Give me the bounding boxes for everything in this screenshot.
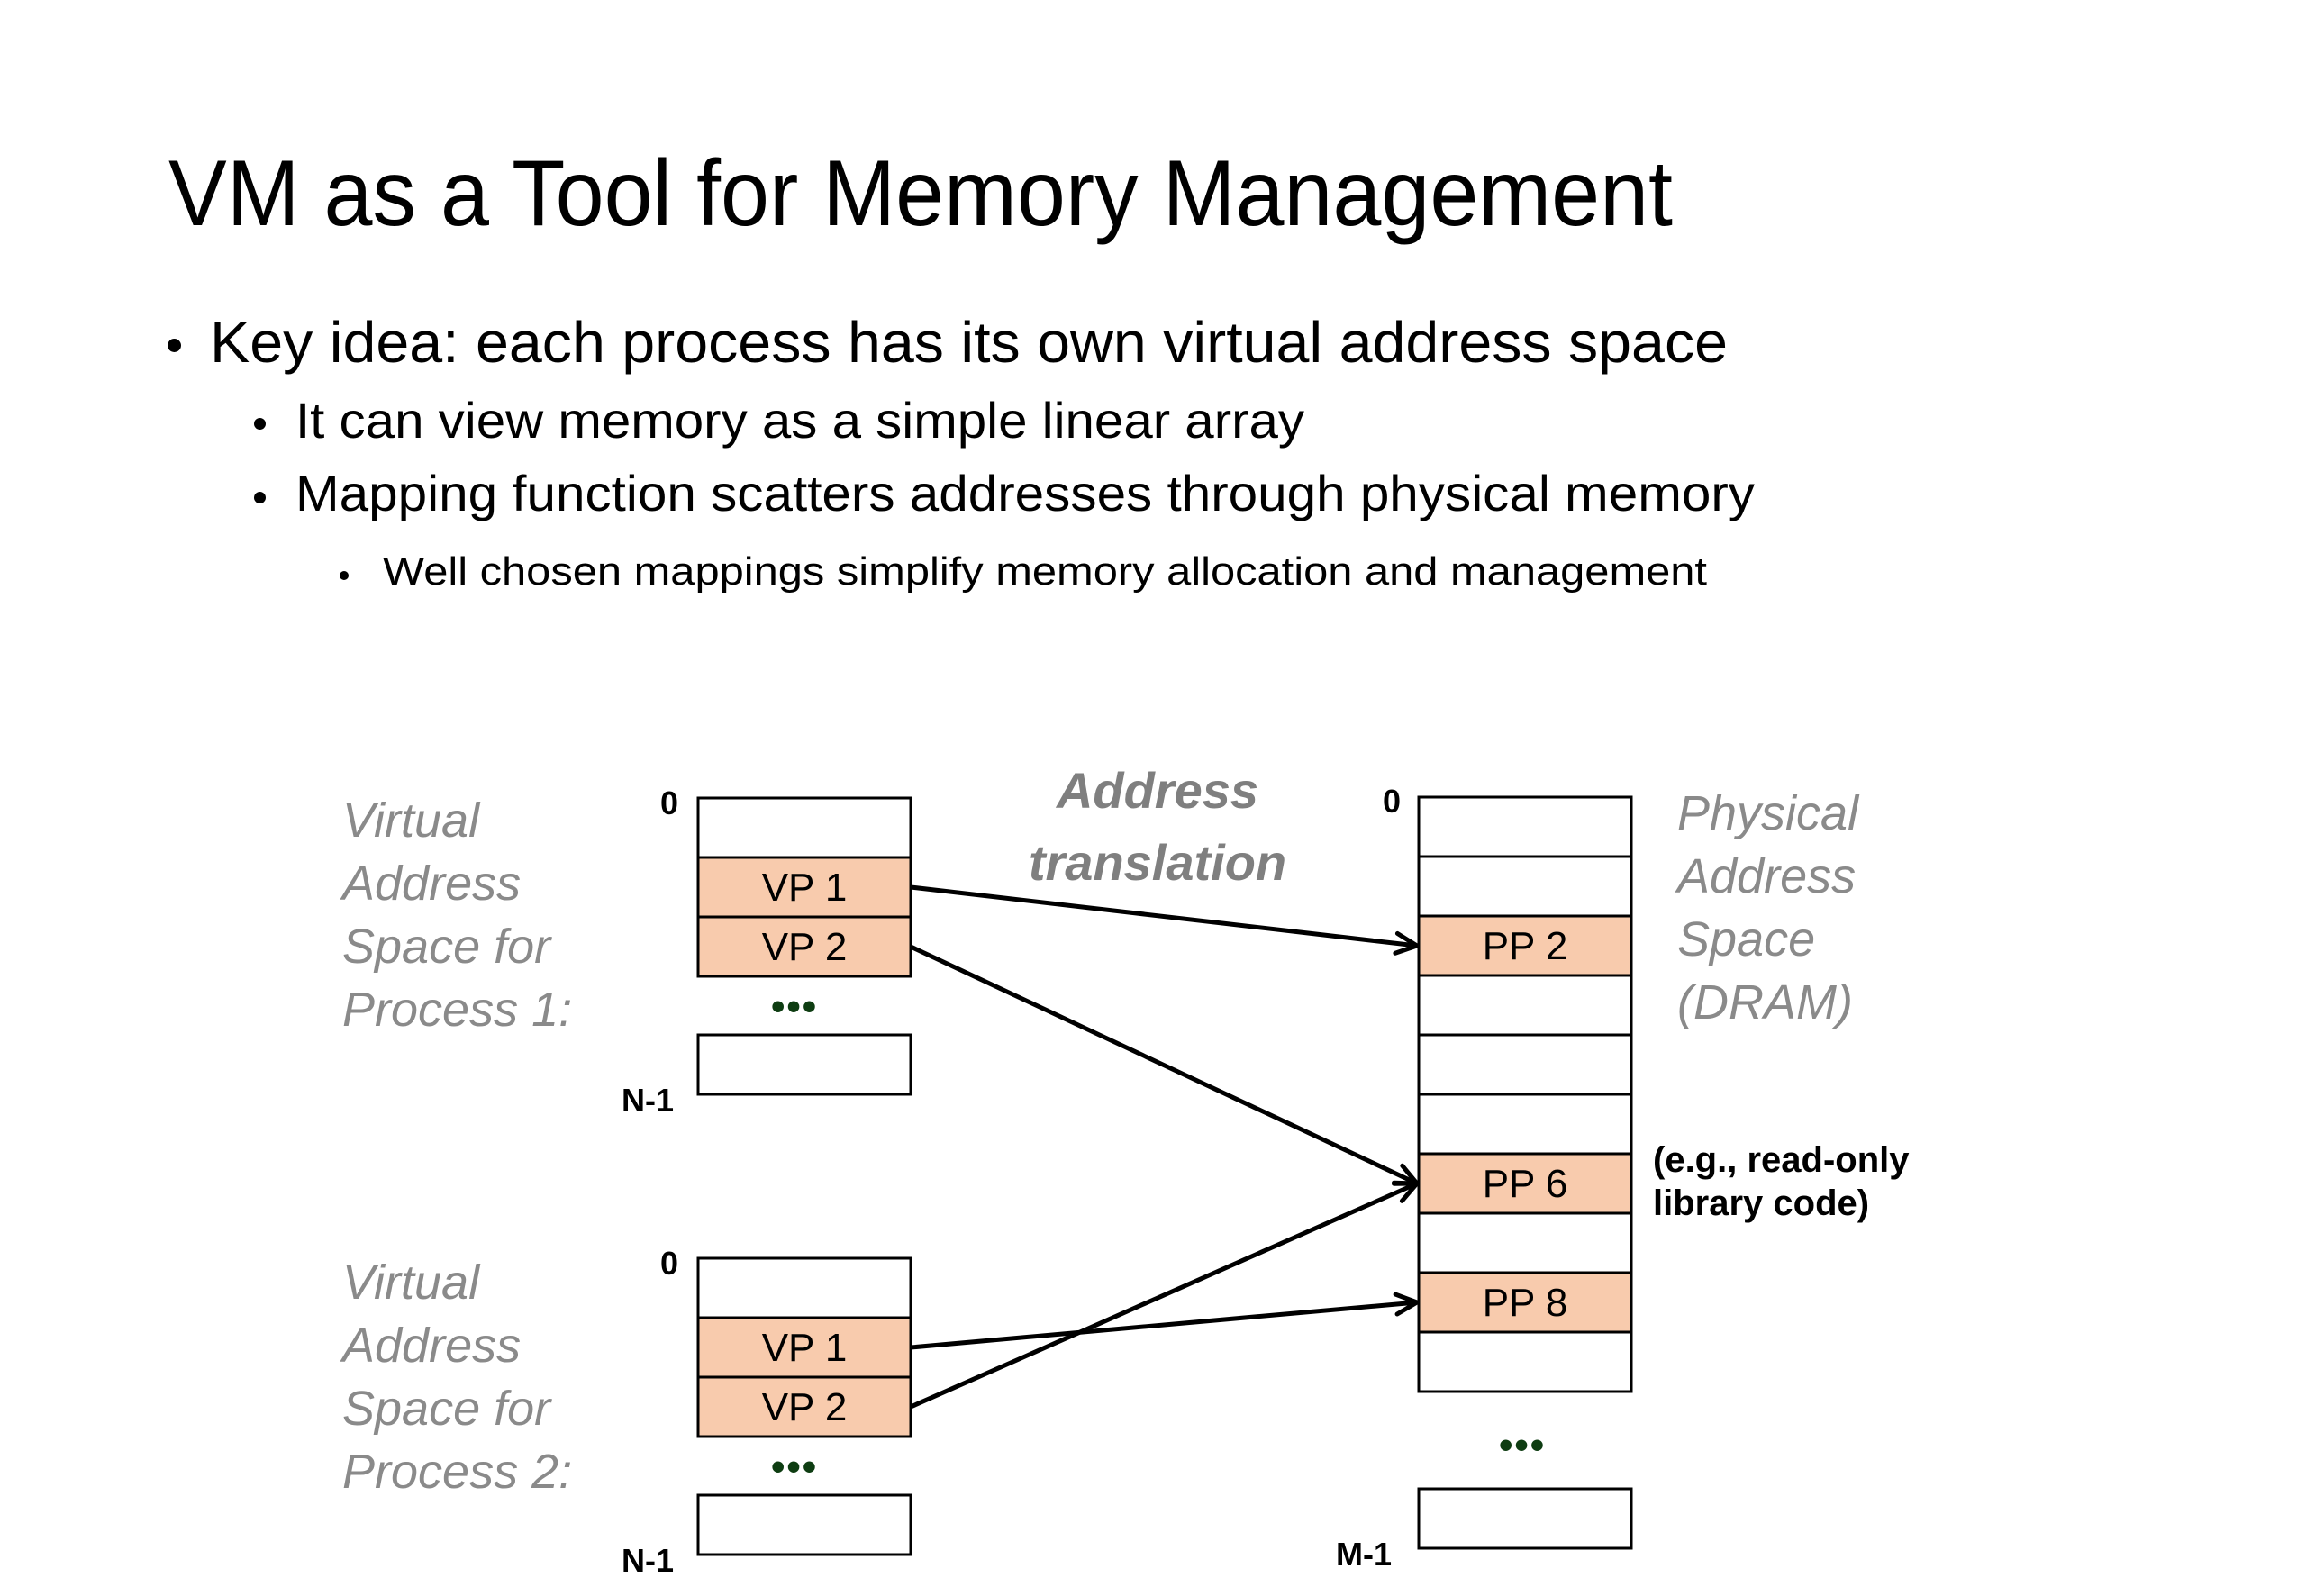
slide-title: VM as a Tool for Memory Management	[168, 144, 1781, 243]
label-line: Virtual	[342, 1256, 480, 1310]
bullet-dot-icon	[254, 492, 266, 503]
page-cell-mapped	[1417, 1271, 1633, 1334]
process1-column: VP 1 VP 2	[696, 796, 912, 1096]
address-translation-label: Address translation	[1018, 755, 1297, 899]
page-label: PP 6	[1483, 1162, 1568, 1206]
bullet-dot-icon	[168, 339, 181, 352]
mapping-arrow	[909, 944, 1420, 1186]
bullet-dot-icon	[254, 418, 266, 430]
shared-page-note: (e.g., read-only library code)	[1653, 1138, 1910, 1225]
page-label: PP 8	[1483, 1281, 1568, 1325]
label-line: Physical	[1677, 786, 1859, 840]
bullet-level2: It can view memory as a simple linear ar…	[295, 389, 1304, 452]
page-cell-mapped	[696, 1375, 912, 1438]
note-line: (e.g., read-only	[1653, 1140, 1910, 1180]
mapping-arrow	[910, 884, 1420, 956]
page-cell-mapped	[1417, 914, 1633, 977]
bullet-text: Mapping function scatters addresses thro…	[295, 465, 1755, 521]
label-line: Address	[1056, 762, 1259, 819]
page-cell-empty	[1417, 1330, 1633, 1393]
physical-column: PP 2 PP 6 PP 8	[1417, 795, 1633, 1550]
note-line: library code)	[1653, 1183, 1870, 1223]
page-cell-empty	[1417, 1033, 1633, 1096]
bullet-level2: Mapping function scatters addresses thro…	[295, 462, 1755, 525]
p1-start-address: 0	[660, 784, 679, 821]
p1-ellipsis-icon: •••	[771, 984, 819, 1029]
page-label: VP 2	[762, 925, 848, 969]
label-line: Space for	[342, 920, 551, 974]
p2-end-address: N-1	[622, 1542, 675, 1579]
page-cell-last	[1417, 1487, 1633, 1550]
page-cell-empty	[1417, 1093, 1633, 1156]
mapping-arrow	[910, 1292, 1420, 1350]
label-line: Process 2:	[342, 1445, 573, 1499]
slide-title-text: VM as a Tool for Memory Management	[168, 141, 1673, 246]
process1-label: Virtual Address Space for Process 1:	[342, 789, 572, 1041]
bullet-dot-icon	[340, 571, 349, 580]
page-cell-mapped	[696, 915, 912, 978]
process2-label: Virtual Address Space for Process 2:	[342, 1251, 572, 1503]
mapping-arrows	[909, 884, 1420, 1410]
page-cell-mapped	[696, 1316, 912, 1379]
page-cell-empty	[1417, 795, 1633, 858]
p2-ellipsis-icon: •••	[771, 1445, 819, 1489]
page-cell-mapped	[1417, 1152, 1633, 1215]
label-line: Address	[342, 857, 522, 911]
page-label: VP 2	[762, 1385, 848, 1429]
label-line: Space	[1677, 912, 1816, 966]
page-cell-empty	[1417, 855, 1633, 918]
page-label: PP 2	[1483, 924, 1568, 968]
page-cell-last	[696, 1493, 912, 1556]
process2-column: VP 1 VP 2	[696, 1256, 912, 1556]
page-label: VP 1	[762, 866, 848, 910]
p1-end-address: N-1	[622, 1082, 675, 1119]
page-label: VP 1	[762, 1326, 848, 1370]
bullet-level3: Well chosen mappings simplify memory all…	[383, 547, 1707, 597]
label-line: Process 1:	[342, 983, 573, 1037]
bullet-text: Key idea: each process has its own virtu…	[210, 310, 1728, 375]
label-line: (DRAM)	[1677, 975, 1853, 1029]
label-line: Address	[1677, 849, 1857, 903]
mapping-arrow	[909, 1180, 1420, 1410]
memory-columns: VP 1 VP 2 VP 1 VP 2 PP 2 PP 6 PP 8	[696, 795, 1633, 1556]
physical-memory-label: Physical Address Space (DRAM)	[1677, 782, 1858, 1034]
phys-end-address: M-1	[1336, 1536, 1392, 1573]
phys-start-address: 0	[1383, 783, 1402, 820]
page-cell-empty	[1417, 1211, 1633, 1274]
label-line: Address	[342, 1319, 522, 1373]
label-line: translation	[1028, 834, 1287, 891]
page-cell-last	[696, 1033, 912, 1096]
label-line: Virtual	[342, 793, 480, 848]
label-line: Space for	[342, 1382, 551, 1436]
phys-ellipsis-icon: •••	[1499, 1423, 1547, 1467]
page-cell-empty	[1417, 974, 1633, 1037]
bullet-text: It can view memory as a simple linear ar…	[295, 392, 1304, 449]
bullet-text: Well chosen mappings simplify memory all…	[383, 549, 1707, 594]
page-cell-empty	[696, 796, 912, 859]
p2-start-address: 0	[660, 1245, 679, 1282]
bullet-level1: Key idea: each process has its own virtu…	[210, 306, 1728, 378]
page-cell-empty	[696, 1256, 912, 1319]
